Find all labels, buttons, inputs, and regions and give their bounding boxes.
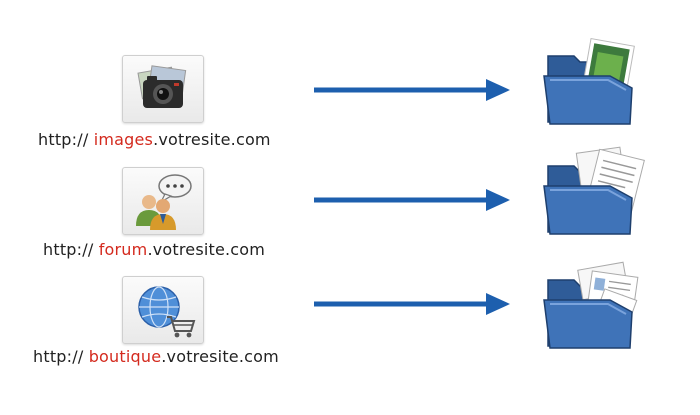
url-prefix: http:// [33, 347, 89, 366]
folder-cards-icon [543, 261, 639, 349]
users-chat-icon [136, 174, 192, 230]
images-icon-tile [122, 55, 204, 123]
forum-url: http:// forum.votresite.com [43, 240, 265, 259]
forum-icon-tile [122, 167, 204, 235]
globe-cart-icon [138, 286, 196, 338]
boutique-icon-tile [122, 276, 204, 344]
subdomain-forum: forum [98, 240, 148, 259]
folder-photos-icon [543, 38, 635, 125]
arrow-images [314, 79, 510, 101]
arrow-forum [314, 189, 510, 211]
camera-icon [137, 65, 187, 108]
subdomain-boutique: boutique [88, 347, 162, 366]
url-suffix: .votresite.com [153, 130, 271, 149]
url-suffix: .votresite.com [147, 240, 266, 259]
mapping-row-boutique: http:// boutique.votresite.com [0, 220, 700, 366]
folder-documents-icon [543, 146, 645, 235]
arrow-boutique [314, 293, 510, 315]
mapping-row-images: http:// images.votresite.com [0, 0, 700, 149]
subdomain-images: images [93, 130, 154, 149]
images-url: http:// images.votresite.com [38, 130, 271, 149]
url-prefix: http:// [43, 240, 99, 259]
url-prefix: http:// [38, 130, 94, 149]
url-suffix: .votresite.com [161, 347, 279, 366]
mapping-row-forum: http:// forum.votresite.com [0, 110, 700, 259]
boutique-url: http:// boutique.votresite.com [33, 347, 279, 366]
